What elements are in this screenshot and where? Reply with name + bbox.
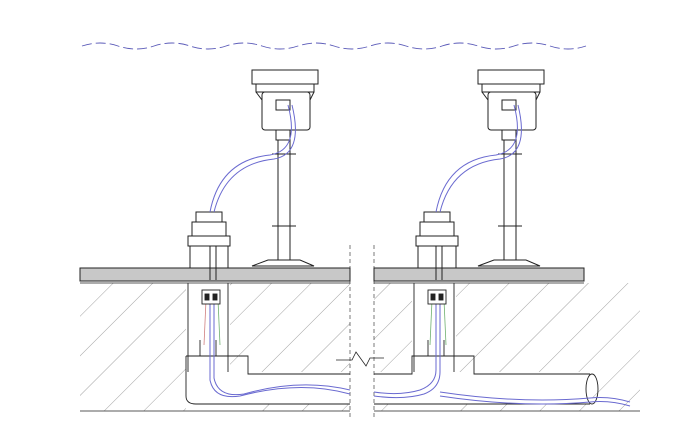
lamp-stand [251, 129, 315, 267]
below-gap [80, 411, 640, 427]
connector-icon [201, 289, 221, 305]
underground-cable [209, 300, 631, 407]
lamp-stand [477, 129, 541, 267]
connector-icon [427, 289, 447, 305]
cable-gland-icon [415, 211, 459, 280]
lamp-icon [251, 69, 319, 131]
lamp-cable [209, 104, 292, 213]
cable-gland-icon [187, 211, 231, 280]
lamp-unit-right [415, 69, 545, 305]
lamp-unit-left [187, 69, 319, 305]
lamp-cable [435, 104, 518, 213]
water-surface-icon [81, 42, 587, 50]
trench-walls [187, 283, 455, 372]
connector-wires [203, 299, 447, 346]
pool-floor [79, 267, 640, 412]
zig-zag-break [336, 351, 384, 367]
pipe-band [186, 372, 592, 404]
lamp-icon [477, 69, 545, 131]
